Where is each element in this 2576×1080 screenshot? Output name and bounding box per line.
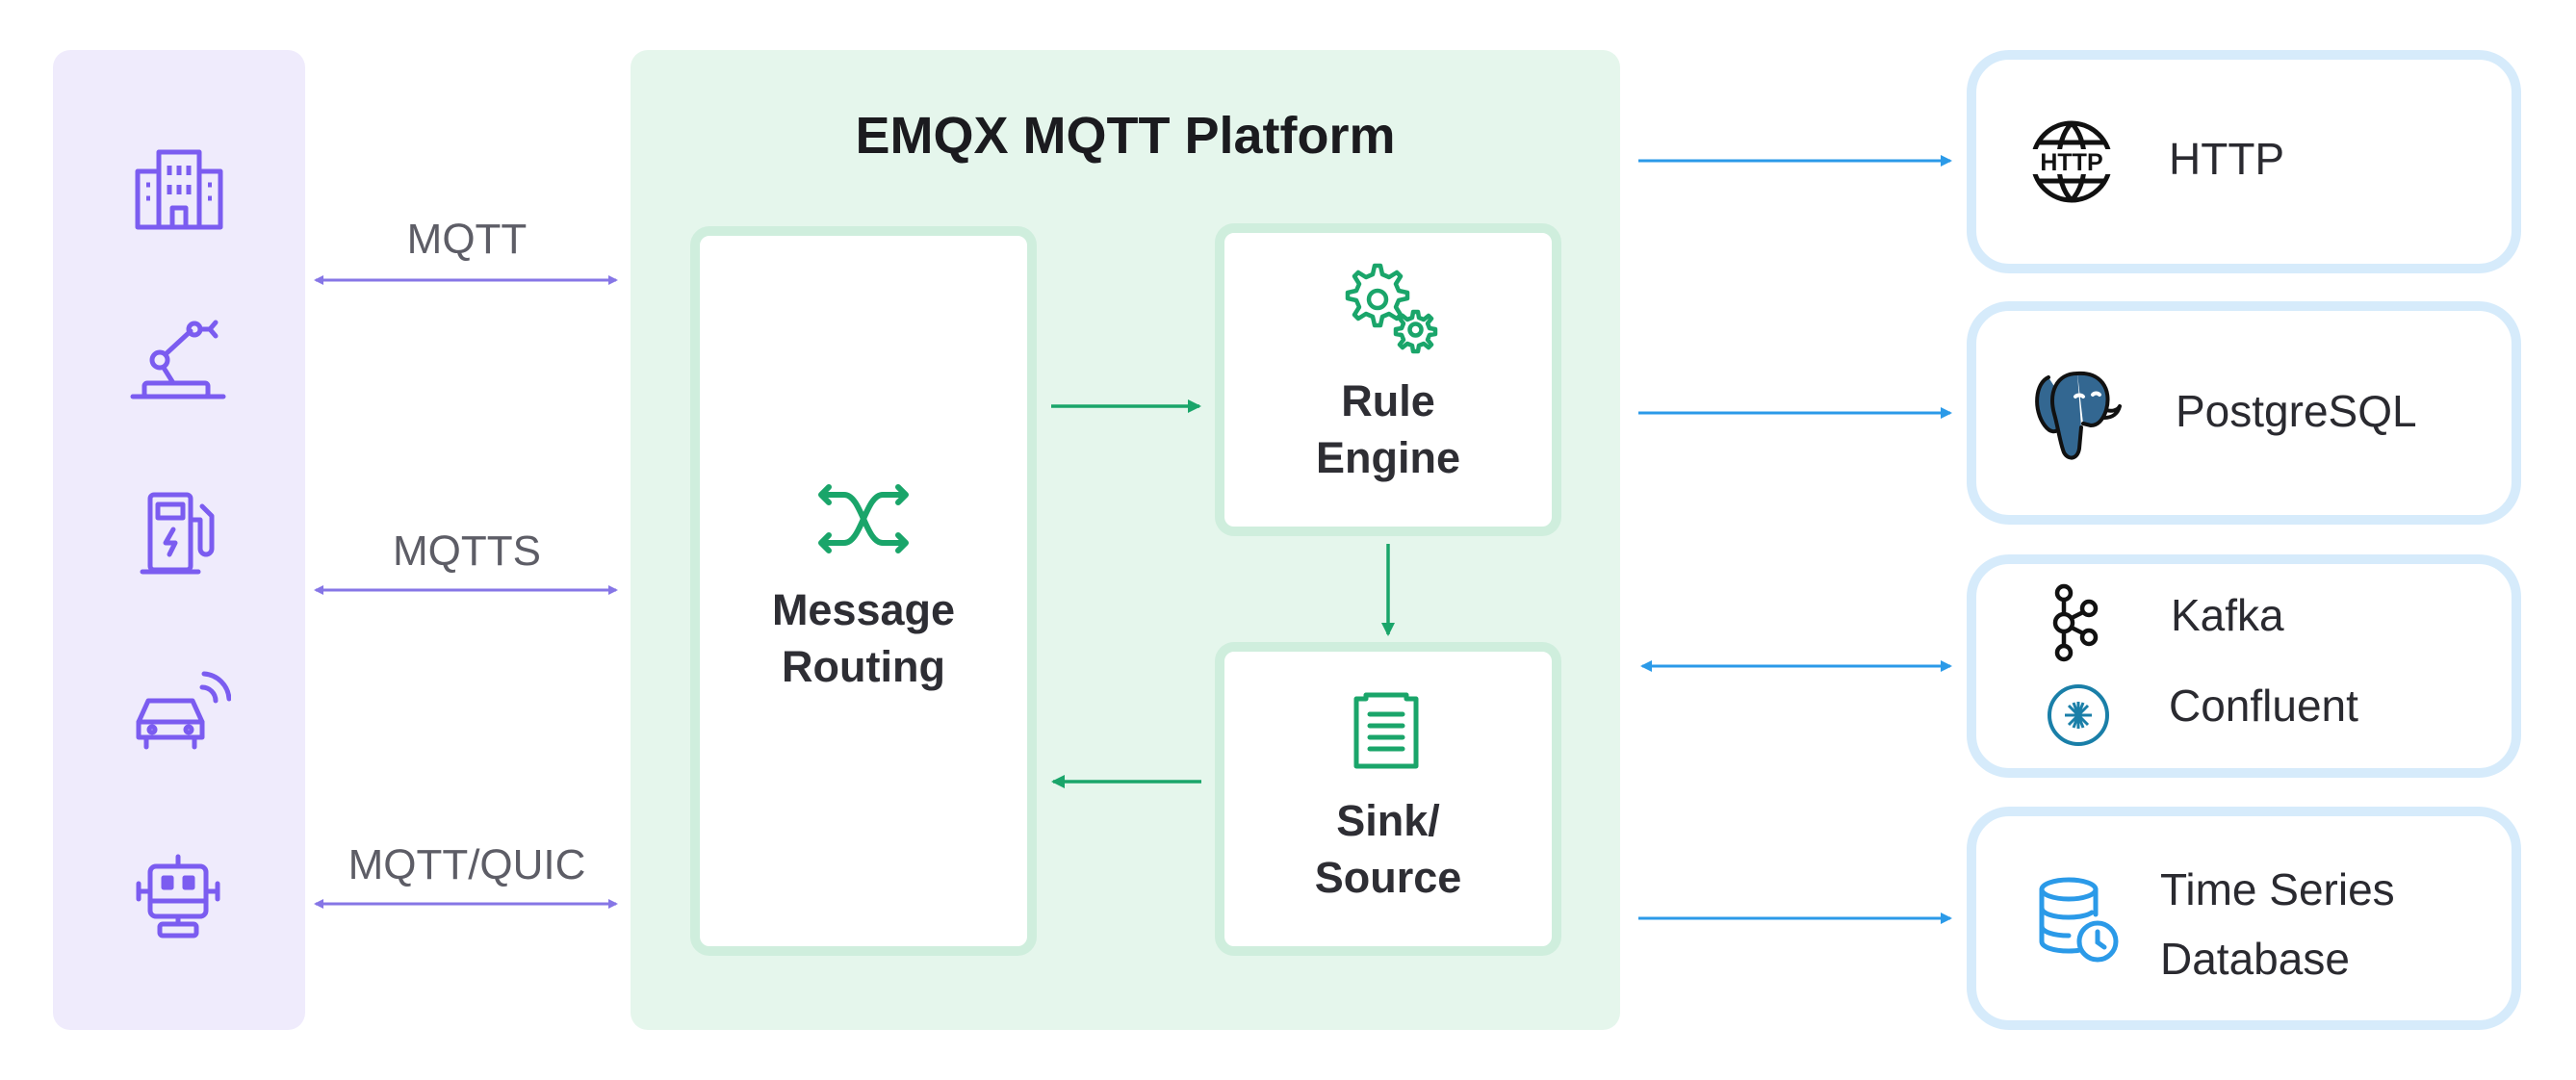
gears-icon (1338, 260, 1444, 356)
http-target (1967, 50, 2521, 273)
streaming-target (1967, 554, 2521, 778)
document-icon (1352, 691, 1420, 770)
http-globe-icon: HTTP (2027, 117, 2116, 206)
postgresql-icon (2031, 368, 2124, 462)
confluent-icon (2045, 681, 2112, 749)
routing-to-rule-arrow (1051, 399, 1201, 413)
protocol-label-mqtt-quic: MQTT/QUIC (348, 841, 586, 888)
sink-to-routing-arrow (1051, 775, 1201, 788)
protocol-label-mqtts: MQTTS (393, 527, 541, 575)
http-arrow (1638, 155, 1952, 167)
robot-arm-icon (125, 308, 231, 414)
database-clock-icon (2036, 876, 2119, 964)
mqtts-arrow (314, 585, 618, 595)
tsdb-arrow (1638, 913, 1952, 924)
mqtt-arrow (314, 275, 618, 285)
postgresql-arrow (1638, 407, 1952, 419)
tsdb-label: Time Series Database (2160, 864, 2395, 984)
robot-icon (125, 845, 231, 951)
protocol-label-mqtt: MQTT (406, 216, 528, 263)
message-routing-box (690, 226, 1037, 956)
kafka-label: Kafka (2171, 590, 2284, 640)
message-routing-label: Message Routing (771, 585, 956, 691)
charging-station-icon (125, 481, 231, 587)
building-icon (125, 135, 231, 241)
platform-title: EMQX MQTT Platform (855, 107, 1396, 165)
kafka-arrow (1640, 660, 1952, 672)
http-label: HTTP (2169, 134, 2285, 184)
svg-text:HTTP: HTTP (2040, 149, 2102, 176)
shuffle-icon (815, 483, 912, 554)
postgresql-label: PostgreSQL (2176, 386, 2417, 436)
mqtt-quic-arrow (314, 899, 618, 909)
sink-source-label: Sink/ Source (1314, 796, 1462, 902)
kafka-icon (2050, 583, 2100, 662)
connected-car-icon (125, 664, 232, 770)
rule-engine-label: Rule Engine (1315, 376, 1460, 482)
confluent-label: Confluent (2169, 681, 2358, 731)
rule-to-sink-arrow (1381, 544, 1395, 636)
